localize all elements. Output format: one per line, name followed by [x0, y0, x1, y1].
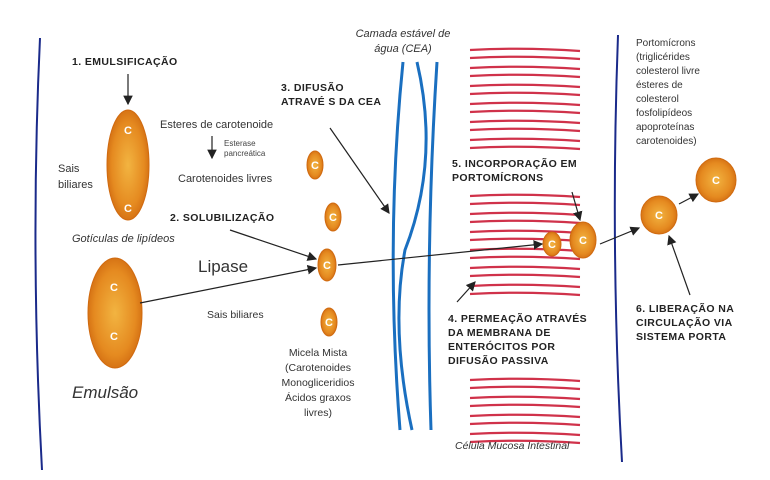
carotenoid-esters-label: Esteres de carotenoide: [160, 119, 273, 131]
svg-text:C: C: [655, 210, 663, 222]
lumen-boundary-line: [34, 37, 43, 471]
intestinal-cell-label: Célula Mucosa Intestinal: [455, 440, 570, 452]
lipase-label: Lipase: [198, 257, 248, 276]
membrane-stripe: [469, 431, 581, 437]
lipid-droplets-label: Gotículas de lipídeos: [72, 233, 175, 245]
svg-text:C: C: [548, 239, 556, 251]
portomicron-2: C: [695, 157, 737, 203]
emulsion-label: Emulsão: [72, 383, 138, 402]
membrane-stripe: [469, 421, 581, 427]
micelle-2: C: [324, 202, 342, 232]
svg-text:C: C: [124, 203, 132, 215]
membrane-stripe: [469, 65, 581, 71]
cea-water-layer: [391, 61, 439, 431]
svg-text:C: C: [110, 282, 118, 294]
lipid-droplet-1: C C: [106, 109, 150, 221]
membrane-stripe: [469, 127, 581, 133]
basolateral-boundary-line: [613, 34, 623, 463]
micelle-3: C: [317, 248, 337, 282]
membrane-stripe: [469, 55, 581, 61]
step-1-label: 1. EMULSIFICAÇÃO: [72, 55, 178, 68]
svg-text:C: C: [329, 212, 337, 224]
svg-text:C: C: [579, 235, 587, 247]
membrane-stripe: [469, 439, 581, 445]
svg-text:C: C: [110, 331, 118, 343]
enterocyte-particle-1: C: [542, 231, 562, 257]
svg-text:C: C: [325, 317, 333, 329]
membrane-stripe: [469, 229, 581, 235]
membrane-stripe: [469, 201, 581, 207]
svg-text:C: C: [323, 260, 331, 272]
svg-text:C: C: [311, 160, 319, 172]
enterocyte-particle-2: C: [569, 221, 597, 259]
membrane-stripe: [469, 291, 581, 297]
step-2-label: 2. SOLUBILIZAÇÃO: [170, 211, 274, 224]
enterocyte-membrane-stripes: [469, 47, 581, 445]
membrane-stripe: [469, 283, 581, 289]
membrane-stripe: [469, 377, 581, 383]
micelle-1: C: [306, 150, 324, 180]
lipid-droplet-2: C C: [87, 257, 143, 369]
arrows: [123, 74, 700, 304]
bile-salts-label-mid: Sais biliares: [207, 309, 264, 321]
free-carotenoids-label: Carotenoides livres: [178, 173, 273, 185]
membrane-stripe: [469, 119, 581, 125]
membrane-stripe: [469, 237, 581, 243]
membrane-stripe: [469, 145, 581, 151]
membrane-stripe: [469, 83, 581, 89]
membrane-stripe: [469, 109, 581, 115]
membrane-stripe: [469, 273, 581, 279]
micelle-4: C: [320, 307, 338, 337]
svg-text:C: C: [712, 175, 720, 187]
svg-text:C: C: [124, 125, 132, 137]
membrane-stripe: [469, 91, 581, 97]
membrane-stripe: [469, 255, 581, 261]
membrane-stripe: [469, 247, 581, 253]
membrane-stripe: [469, 395, 581, 401]
membrane-stripe: [469, 413, 581, 419]
membrane-stripe: [469, 193, 581, 199]
membrane-stripe: [469, 219, 581, 225]
membrane-stripe: [469, 265, 581, 271]
membrane-stripe: [469, 211, 581, 217]
membrane-stripe: [469, 385, 581, 391]
portomicron-1: C: [640, 195, 678, 235]
membrane-stripe: [469, 101, 581, 107]
membrane-stripe: [469, 47, 581, 53]
membrane-stripe: [469, 403, 581, 409]
membrane-stripe: [469, 73, 581, 79]
membrane-stripe: [469, 137, 581, 143]
